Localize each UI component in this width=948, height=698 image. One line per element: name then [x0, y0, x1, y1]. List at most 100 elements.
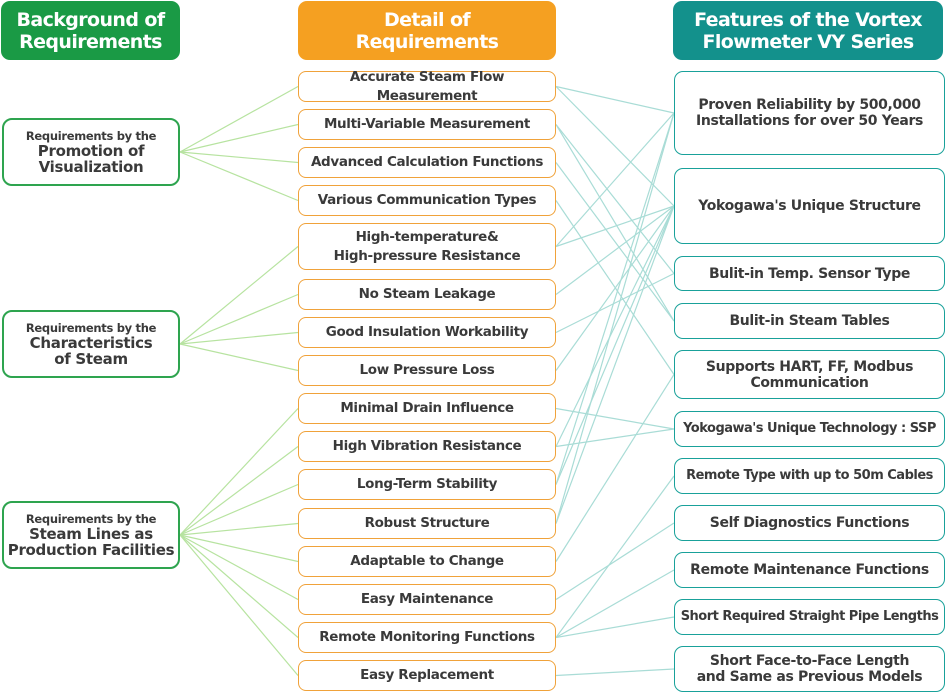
- detail-feature-link: [555, 86, 675, 207]
- detail-box: Multi-Variable Measurement: [298, 109, 556, 140]
- detail-label: Minimal Drain Influence: [340, 400, 514, 416]
- detail-label: Robust Structure: [364, 515, 490, 531]
- feature-label: Yokogawa's Unique Technology : SSP: [683, 421, 936, 436]
- feature-box: Bulit-in Steam Tables: [674, 303, 945, 339]
- header-line: Requirements: [19, 30, 162, 53]
- detail-feature-link: [555, 205, 675, 295]
- background-title-line: Visualization: [38, 158, 144, 176]
- header-line: Detail of: [383, 8, 471, 31]
- feature-label: Remote Type with up to 50m Cables: [686, 468, 933, 483]
- detail-box: High-temperature& High-pressure Resistan…: [298, 223, 556, 270]
- header-background-of-requirements: Background of Requirements: [1, 1, 180, 60]
- background-box-characteristics-of-steam: Requirements by the Characteristics of S…: [2, 310, 180, 378]
- background-title-line: of Steam: [54, 350, 128, 368]
- detail-label: High-temperature&: [355, 228, 499, 245]
- feature-label: Communication: [750, 374, 869, 391]
- detail-feature-link: [555, 205, 675, 485]
- background-detail-link: [179, 151, 299, 164]
- detail-feature-link: [555, 124, 675, 322]
- background-detail-link: [179, 446, 299, 536]
- detail-label: Multi-Variable Measurement: [323, 116, 531, 132]
- background-detail-link: [179, 85, 299, 153]
- detail-feature-link: [555, 112, 675, 247]
- feature-box: Remote Type with up to 50m Cables: [674, 458, 945, 494]
- detail-feature-link: [555, 374, 675, 562]
- feature-box: Yokogawa's Unique Technology : SSP: [674, 411, 945, 447]
- detail-box: Minimal Drain Influence: [298, 393, 556, 424]
- feature-label: Yokogawa's Unique Structure: [698, 198, 921, 214]
- background-box-steam-lines-production-facilities: Requirements by the Steam Lines as Produ…: [2, 501, 180, 569]
- detail-feature-link: [555, 205, 675, 447]
- background-detail-link: [179, 246, 299, 345]
- background-detail-link: [179, 343, 299, 372]
- feature-label: Bulit-in Steam Tables: [729, 313, 890, 329]
- detail-box: Easy Replacement: [298, 660, 556, 691]
- feature-label: Installations for over 50 Years: [695, 113, 924, 129]
- detail-feature-link: [555, 124, 675, 274]
- detail-box: Robust Structure: [298, 508, 556, 539]
- feature-box: Remote Maintenance Functions: [674, 552, 945, 588]
- header-line: Flowmeter VY Series: [702, 30, 914, 53]
- feature-label: Remote Maintenance Functions: [690, 562, 929, 578]
- background-detail-link: [179, 534, 299, 638]
- detail-feature-link: [555, 112, 675, 524]
- detail-label: Low Pressure Loss: [359, 362, 495, 378]
- feature-label: Short Required Straight Pipe Lengths: [680, 609, 939, 624]
- detail-feature-link: [555, 569, 675, 639]
- detail-box: Advanced Calculation Functions: [298, 147, 556, 178]
- feature-label: Proven Reliability by 500,000: [698, 97, 921, 113]
- feature-label: Short Face-to-Face Length: [709, 653, 910, 669]
- detail-box: High Vibration Resistance: [298, 431, 556, 462]
- detail-label: Accurate Steam Flow Measurement: [349, 68, 505, 104]
- detail-feature-link: [555, 112, 675, 485]
- detail-feature-link: [555, 272, 675, 334]
- background-title-line: Characteristics: [29, 334, 153, 352]
- detail-feature-link: [555, 85, 675, 114]
- header-line: Background of: [16, 8, 165, 31]
- detail-feature-link: [555, 616, 675, 639]
- detail-box: Low Pressure Loss: [298, 355, 556, 386]
- feature-box: Self Diagnostics Functions: [674, 505, 945, 541]
- detail-feature-link: [555, 428, 675, 448]
- detail-feature-link: [555, 522, 675, 601]
- feature-box: Proven Reliability by 500,000 Installati…: [674, 71, 945, 155]
- detail-label: Easy Maintenance: [360, 591, 494, 607]
- feature-box: Short Face-to-Face Length and Same as Pr…: [674, 646, 945, 692]
- header-detail-of-requirements: Detail of Requirements: [298, 1, 556, 60]
- feature-box: Supports HART, FF, Modbus Communication: [674, 350, 945, 399]
- background-detail-link: [179, 534, 299, 676]
- feature-label: Supports HART, FF, Modbus: [705, 358, 914, 375]
- background-detail-link: [179, 534, 299, 601]
- detail-label: Remote Monitoring Functions: [319, 629, 535, 645]
- background-prefix: Requirements by the: [25, 129, 157, 143]
- feature-label: Bulit-in Temp. Sensor Type: [708, 265, 911, 282]
- background-box-promotion-of-visualization: Requirements by the Promotion of Visuali…: [2, 118, 180, 186]
- detail-box: Various Communication Types: [298, 185, 556, 216]
- background-detail-link: [179, 151, 299, 202]
- header-features: Features of the Vortex Flowmeter VY Seri…: [673, 1, 943, 60]
- background-detail-link: [179, 408, 299, 536]
- detail-feature-link: [555, 475, 675, 638]
- detail-label: Long-Term Stability: [356, 476, 498, 492]
- detail-label: High Vibration Resistance: [332, 438, 522, 454]
- feature-label: Self Diagnostics Functions: [709, 515, 910, 531]
- header-line: Requirements: [355, 30, 499, 53]
- detail-label: Adaptable to Change: [350, 553, 504, 569]
- detail-label: Good Insulation Workability: [325, 324, 529, 340]
- header-line: Features of the Vortex: [694, 8, 922, 31]
- detail-feature-link: [555, 205, 675, 248]
- detail-box: Remote Monitoring Functions: [298, 622, 556, 653]
- background-title-line: Promotion of: [37, 142, 145, 160]
- background-prefix: Requirements by the: [25, 512, 157, 526]
- detail-box: Long-Term Stability: [298, 469, 556, 500]
- detail-feature-link: [555, 205, 675, 524]
- detail-box: Good Insulation Workability: [298, 317, 556, 348]
- background-detail-link: [179, 534, 299, 563]
- background-detail-link: [179, 331, 299, 345]
- background-title-line: Steam Lines as: [29, 525, 153, 543]
- detail-box: Accurate Steam Flow Measurement: [298, 69, 556, 104]
- detail-label: High-pressure Resistance: [333, 247, 521, 264]
- detail-label: No Steam Leakage: [358, 286, 496, 302]
